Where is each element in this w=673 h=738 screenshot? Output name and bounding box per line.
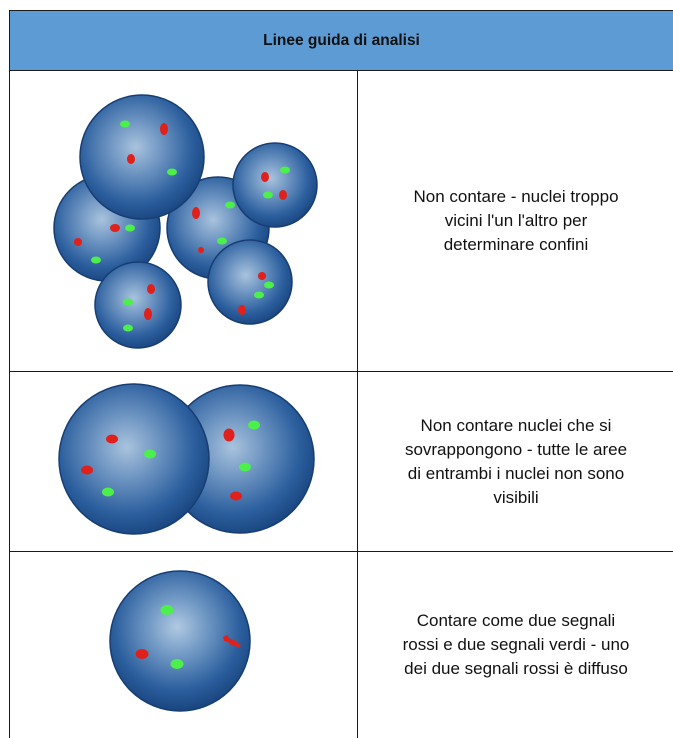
nucleus [79, 94, 205, 220]
red-signal [106, 434, 118, 444]
red-signal [127, 154, 135, 164]
divider-column [357, 70, 358, 738]
green-signal [125, 224, 135, 232]
red-signal [198, 247, 204, 253]
red-signal [279, 190, 287, 200]
divider-row2 [9, 551, 673, 552]
green-signal [280, 166, 290, 174]
nucleus [94, 261, 182, 349]
red-signal [110, 224, 120, 232]
green-signal [91, 256, 101, 264]
green-signal [225, 201, 235, 209]
red-signal [223, 428, 235, 442]
nuclei-too-close-illustration [53, 94, 318, 349]
red-signal [261, 172, 269, 182]
green-signal [264, 281, 274, 289]
row2-line: visibili [493, 487, 539, 507]
row3-line: rossi e due segnali verdi - uno [402, 635, 630, 654]
green-signal [160, 605, 174, 615]
divider-row1 [9, 371, 673, 372]
nucleus [58, 383, 210, 535]
row1-description: Non contare - nuclei troppo vicini l'un … [359, 71, 673, 371]
border-left [9, 10, 10, 738]
nucleus [109, 570, 251, 712]
row2-description: Non contare nuclei che si sovrappongono … [359, 372, 673, 551]
divider-header [9, 70, 673, 71]
row1-line: Non contare - nuclei troppo [413, 187, 619, 206]
green-signal [248, 420, 260, 430]
nucleus [232, 142, 318, 228]
row2-line: Non contare nuclei che si [420, 415, 612, 435]
red-signal [230, 491, 242, 501]
red-signal [192, 207, 200, 219]
row2-line: di entrambi i nuclei non sono [407, 463, 625, 483]
green-signal [263, 191, 273, 199]
table-header: Linee guida di analisi [10, 11, 673, 70]
green-signal [123, 298, 133, 306]
green-signal [217, 237, 227, 245]
red-signal [144, 308, 152, 320]
green-signal [120, 120, 130, 128]
green-signal [254, 291, 264, 299]
row3-line: dei due segnali rossi è diffuso [404, 659, 628, 678]
table-title: Linee guida di analisi [263, 31, 420, 49]
border-top [9, 10, 673, 11]
green-signal [144, 449, 156, 459]
red-signal [81, 465, 93, 475]
red-signal [238, 305, 246, 315]
green-signal [239, 462, 251, 472]
overlapping-nuclei-illustration [58, 383, 315, 535]
green-signal [123, 324, 133, 332]
diffuse-signal-illustration [109, 570, 251, 712]
row1-line: determinare confini [443, 235, 589, 254]
red-signal [74, 238, 82, 246]
row2-line: sovrappongono - tutte le aree [404, 439, 628, 459]
row3-line: Contare come due segnali [416, 611, 616, 630]
row1-line: vicini l'un l'altro per [444, 211, 588, 230]
red-signal [160, 123, 168, 135]
diffuse-red-signal [223, 635, 241, 648]
red-signal [258, 272, 266, 280]
green-signal [102, 487, 114, 497]
row3-description: Contare come due segnali rossi e due seg… [359, 552, 673, 738]
green-signal [167, 168, 177, 176]
green-signal [170, 659, 184, 669]
nucleus [207, 239, 293, 325]
red-signal [147, 284, 155, 294]
red-signal [135, 649, 149, 659]
